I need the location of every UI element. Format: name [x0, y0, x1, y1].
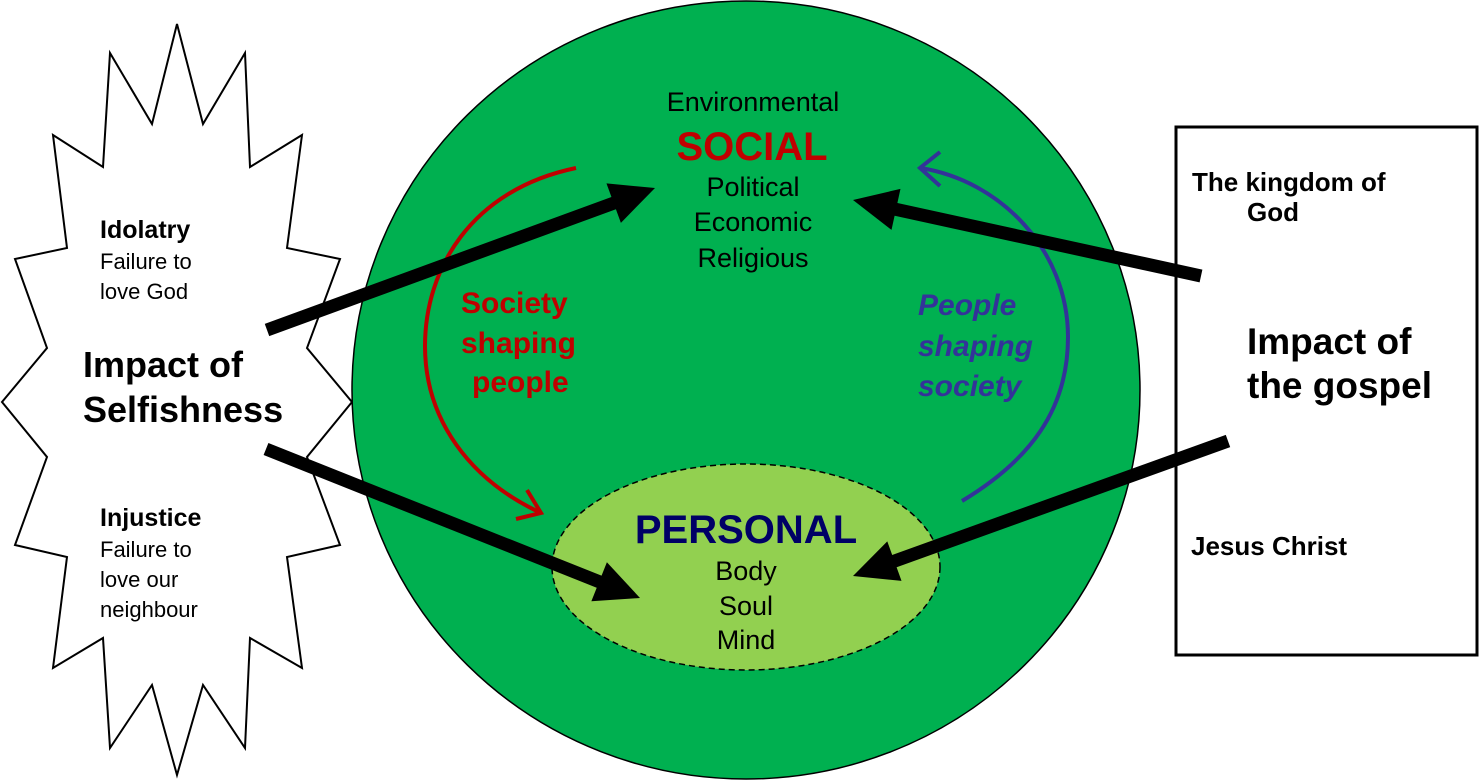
arrow-head	[606, 183, 655, 223]
gospel-to-personal-arrow	[853, 434, 1231, 581]
kingdom-label-1: The kingdom of	[1192, 167, 1386, 197]
people-shaping-label: People	[918, 289, 1016, 322]
people-shaping-label: society	[918, 370, 1023, 403]
arrow-head	[853, 541, 902, 581]
personal-item: Mind	[717, 625, 776, 655]
idolatry-desc-1: Failure to	[100, 249, 192, 274]
injustice-desc-1: Failure to	[100, 537, 192, 562]
arrow-head	[853, 188, 901, 230]
selfishness-starburst	[0, 23, 354, 779]
gospel-box	[1174, 125, 1479, 657]
gospel-title-2: the gospel	[1247, 365, 1432, 406]
arrow-head	[591, 562, 640, 602]
social-item: Economic	[694, 207, 813, 237]
kingdom-label-2: God	[1247, 197, 1299, 227]
personal-ellipse	[551, 463, 941, 671]
society-shaping-label: Society	[461, 287, 568, 320]
selfishness-to-social-arrow	[264, 183, 655, 337]
society-shaping-label: people	[472, 366, 569, 399]
social-circle	[351, 0, 1141, 780]
people-shaping-society-arrow	[916, 150, 1071, 503]
injustice-desc-3: neighbour	[100, 597, 198, 622]
personal-title: PERSONAL	[635, 508, 857, 552]
selfishness-title-2: Selfishness	[83, 389, 283, 430]
injustice-title: Injustice	[100, 504, 202, 532]
social-title: SOCIAL	[676, 125, 827, 169]
idolatry-desc-2: love God	[100, 279, 188, 304]
selfishness-to-personal-arrow	[263, 442, 640, 602]
personal-item: Soul	[719, 591, 773, 621]
injustice-desc-2: love our	[100, 567, 178, 592]
personal-item: Body	[715, 556, 777, 586]
people-shaping-label: shaping	[918, 330, 1033, 363]
society-shaping-label: shaping	[461, 327, 576, 360]
arrow-shaft	[264, 195, 620, 337]
arrow-shaft	[888, 434, 1231, 569]
idolatry-title: Idolatry	[100, 216, 190, 244]
social-item: Religious	[697, 243, 808, 273]
environmental-label: Environmental	[667, 87, 840, 117]
arrow-shaft	[263, 442, 606, 590]
social-item: Political	[706, 172, 799, 202]
gospel-to-social-arrow	[853, 188, 1203, 283]
society-shaping-people-arrow	[422, 166, 577, 521]
jesus-christ-label: Jesus Christ	[1191, 531, 1347, 561]
selfishness-title-1: Impact of	[83, 344, 244, 385]
gospel-title-1: Impact of	[1247, 321, 1412, 362]
arrow-shaft	[890, 202, 1203, 283]
